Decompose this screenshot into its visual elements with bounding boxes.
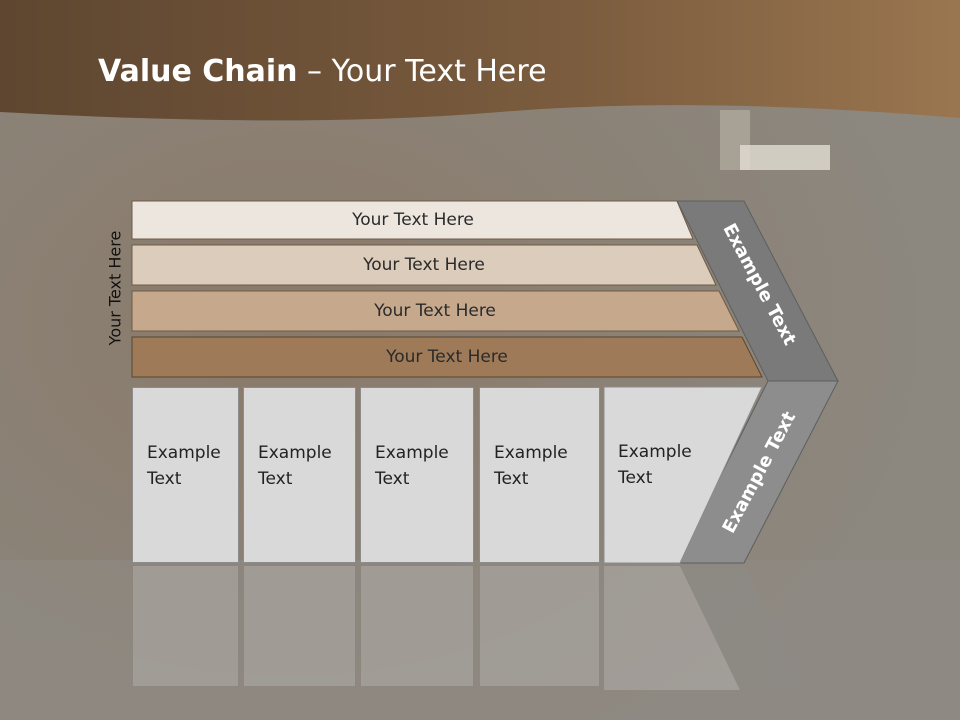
box-2-line1: Example [258, 443, 332, 463]
side-label: Your Text Here [105, 230, 125, 346]
box-2: Example Text [243, 387, 356, 563]
box-4-line1: Example [494, 443, 568, 463]
band-2-label: Your Text Here [363, 255, 485, 275]
band-2: Your Text Here [132, 246, 716, 284]
band-4: Your Text Here [132, 338, 762, 376]
band-1-label: Your Text Here [352, 210, 474, 230]
box-3: Example Text [360, 387, 474, 563]
header-band [0, 0, 960, 121]
box-1: Example Text [132, 387, 239, 563]
box-3-line2: Text [375, 469, 410, 489]
box-5: Example Text [604, 387, 714, 563]
box-1-line2: Text [147, 469, 182, 489]
candle-top-shape [740, 145, 830, 170]
box-4: Example Text [479, 387, 600, 563]
box-1-line1: Example [147, 443, 221, 463]
band-1: Your Text Here [132, 201, 694, 239]
band-3: Your Text Here [132, 292, 738, 330]
box-5-line1: Example [618, 442, 692, 462]
band-3-label: Your Text Here [374, 301, 496, 321]
box-4-line2: Text [494, 469, 529, 489]
page-title: Value Chain – Your Text Here [98, 54, 547, 89]
box-2-line2: Text [258, 469, 293, 489]
box-3-line1: Example [375, 443, 449, 463]
band-4-label: Your Text Here [386, 347, 508, 367]
box-5-line2: Text [618, 468, 653, 488]
